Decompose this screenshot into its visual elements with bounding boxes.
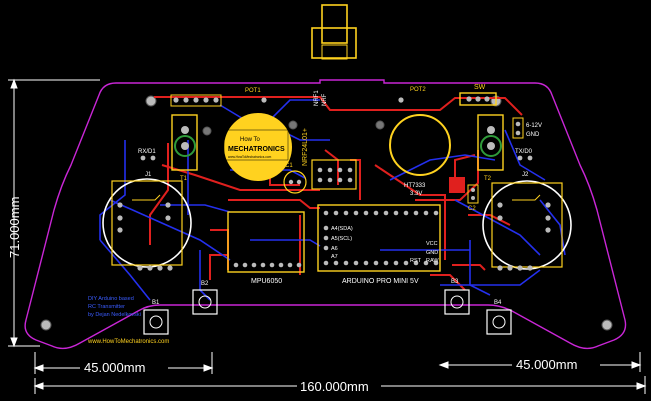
button-b1: B1: [143, 300, 169, 335]
b4-label: B4: [494, 300, 502, 306]
left-width-label: 45.000mm: [84, 360, 145, 375]
tx-label: TX/D0: [515, 149, 533, 155]
logo-main-text: MECHATRONICS: [228, 146, 285, 153]
logo-url-text: www.HowToMechatronics.com: [228, 155, 272, 159]
credit-line-2: RC Transmitter: [88, 304, 125, 310]
toggle-t2: T2: [477, 114, 504, 182]
pot1-label: POT1: [245, 88, 261, 94]
website-label: www.HowToMechatronics.com: [87, 339, 169, 345]
pot2-footprint: [389, 114, 451, 176]
total-width-label: 160.000mm: [300, 379, 369, 394]
b2-label: B2: [201, 281, 209, 287]
ht-volt-label: 3.3V: [410, 191, 422, 197]
pin-raw-label: RAW: [426, 258, 439, 264]
power-in-label: 6-12V: [526, 123, 542, 129]
gnd-label: GND: [526, 132, 540, 138]
pin-vcc-label: VCC: [426, 241, 438, 247]
pin-a5-label: A5(SCL): [331, 236, 352, 242]
c1-label: C1: [285, 163, 293, 169]
nrf-a-label: NRF1: [314, 90, 320, 106]
logo: How To MECHATRONICS www.HowToMechatronic…: [223, 113, 292, 181]
j1-label: J1: [145, 172, 152, 178]
nrf-antenna-block: [311, 4, 357, 60]
joystick-j1: J1: [102, 172, 192, 271]
mpu-label: MPU6050: [251, 278, 282, 285]
nrf-b-label: NRF: [322, 93, 328, 106]
credit-line-1: DIY Arduino based: [88, 296, 134, 302]
c2-label: C2: [468, 206, 476, 212]
button-b3: B3: [444, 279, 470, 315]
nrf-header: [311, 159, 357, 190]
arduino-label: ARDUINO PRO MINI 5V: [342, 278, 419, 285]
toggle-t1: T1: [171, 114, 198, 182]
arduino-pro-mini: A4(SDA) A5(SCL) A6 A7 VCC GND RST RAW AR…: [317, 204, 441, 285]
pin-a7-label: A7: [331, 254, 338, 260]
regulator-ht7333: HT7333 3.3V C2: [404, 177, 479, 212]
j2-label: J2: [522, 172, 529, 178]
pot2-label: POT2: [410, 87, 426, 93]
sw-label: SW: [474, 84, 486, 91]
logo-top-text: How To: [240, 137, 261, 143]
t2-label: T2: [484, 176, 492, 182]
power-switch: SW: [459, 84, 497, 106]
power-terminal: 6-12V GND: [512, 117, 542, 139]
button-b4: B4: [486, 300, 512, 335]
capacitor-c1: C1: [283, 163, 307, 194]
credit-line-3: by Dejan Nedelkovski: [88, 312, 141, 318]
pot1-header: POT1: [170, 88, 261, 107]
pin-a4-label: A4(SDA): [331, 226, 353, 232]
t1-label: T1: [180, 176, 188, 182]
pot2-header: POT2: [261, 87, 426, 103]
mpu6050-module: MPU6050: [227, 211, 305, 285]
pin-gnd-label: GND: [426, 250, 438, 256]
right-width-label: 45.000mm: [516, 357, 577, 372]
pin-a6-label: A6: [331, 246, 338, 252]
b1-label: B1: [152, 300, 160, 306]
height-dimension-label: 71.000mm: [7, 197, 22, 258]
nrf-module-label: NRF24L01+: [302, 128, 309, 166]
b3-label: B3: [451, 279, 459, 285]
button-b2: B2: [192, 281, 218, 315]
ht-model-label: HT7333: [404, 183, 426, 189]
board-outline: [24, 79, 627, 350]
rx-label: RX/D1: [138, 149, 156, 155]
height-dimension: [8, 78, 100, 348]
pin-rst-label: RST: [410, 258, 422, 264]
joystick-j2: J2: [482, 172, 572, 271]
